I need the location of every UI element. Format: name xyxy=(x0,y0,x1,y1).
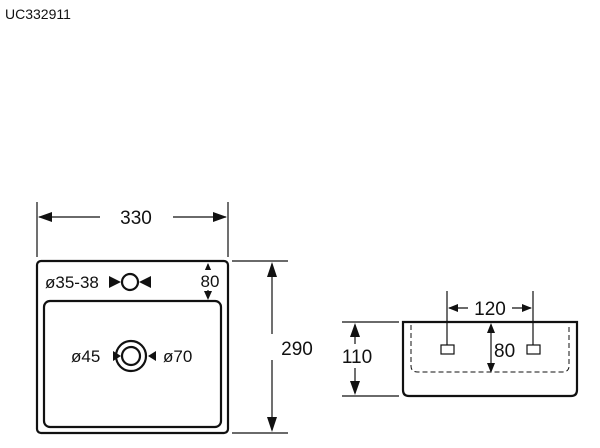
side-bowl-hidden-line xyxy=(410,325,570,373)
basin-outer-outline xyxy=(35,259,230,435)
spacing-arrow-left xyxy=(448,304,458,312)
side-view: 120 80 110 xyxy=(338,291,579,398)
drain-outer-label: ø70 xyxy=(163,347,192,366)
height-arrow-bottom xyxy=(350,381,360,395)
product-code: UC332911 xyxy=(5,6,71,22)
drain-arrow-left xyxy=(113,351,121,361)
tap-hole-label: ø35-38 xyxy=(45,273,99,292)
tap-offset-arrow-top xyxy=(204,263,212,272)
bracket-left xyxy=(440,344,455,355)
tap-hole-arrow-left xyxy=(109,276,121,288)
bracket-height-arrow-top xyxy=(487,323,495,333)
depth-arrow-top xyxy=(267,262,277,277)
tap-hole-arrow-right xyxy=(139,276,151,288)
drain-arrow-right xyxy=(148,351,156,361)
width-label: 330 xyxy=(120,208,152,229)
spacing-arrow-right xyxy=(522,304,532,312)
height-label: 110 xyxy=(342,347,372,368)
width-arrow-left xyxy=(38,212,52,222)
top-view: 330 290 ø35-38 80 ø45 ø70 xyxy=(35,202,313,435)
depth-label: 290 xyxy=(281,339,313,360)
bracket-spacing-label: 120 xyxy=(474,299,506,320)
tap-offset-arrow-bottom xyxy=(204,291,212,300)
drain-inner-label: ø45 xyxy=(71,347,100,366)
side-body-outline xyxy=(401,320,579,398)
tap-hole-circle xyxy=(120,272,140,292)
basin-inner-bowl xyxy=(42,299,223,429)
bracket-right xyxy=(526,344,541,355)
bracket-height-label: 80 xyxy=(494,341,515,362)
bracket-height-arrow-bottom xyxy=(487,363,495,373)
height-arrow-top xyxy=(350,323,360,337)
width-arrow-right xyxy=(213,212,227,222)
tap-offset-label: 80 xyxy=(201,272,220,291)
depth-arrow-bottom xyxy=(267,417,277,432)
drain-inner-circle xyxy=(120,345,142,367)
